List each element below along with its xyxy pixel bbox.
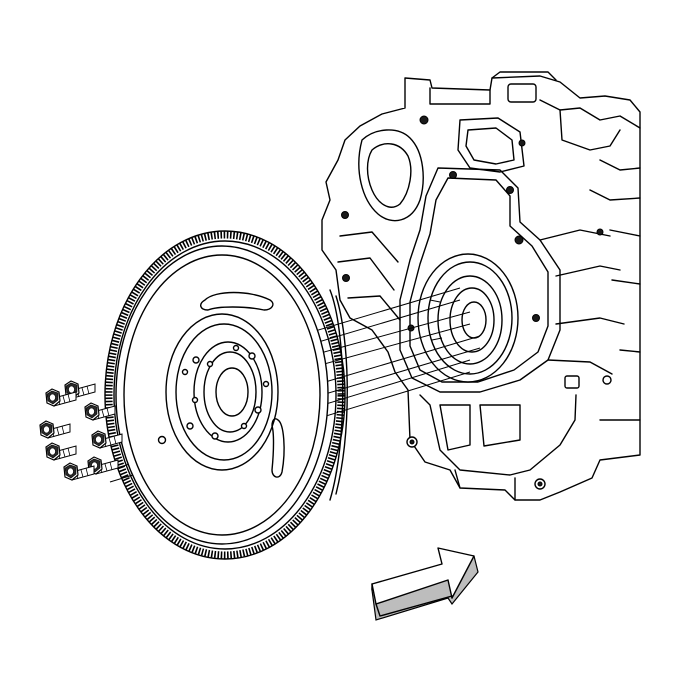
flywheel-slot-right [271,418,285,478]
flywheel-bolts [39,380,123,481]
flywheel-bolt [45,442,77,461]
flywheel-bolt [39,420,71,439]
flywheel-bolt [91,430,123,449]
flywheel-bolt [63,462,95,481]
flywheel-bolt [45,388,77,407]
bell-housing-flange [399,167,561,393]
direction-arrow-icon [371,547,479,621]
flywheel-slot-upper [200,291,274,311]
ring-gear-teeth [105,231,345,559]
engine-block [321,71,641,501]
flywheel-bolt [84,402,116,421]
flywheel [104,230,348,560]
crankshaft-flange [437,275,503,365]
